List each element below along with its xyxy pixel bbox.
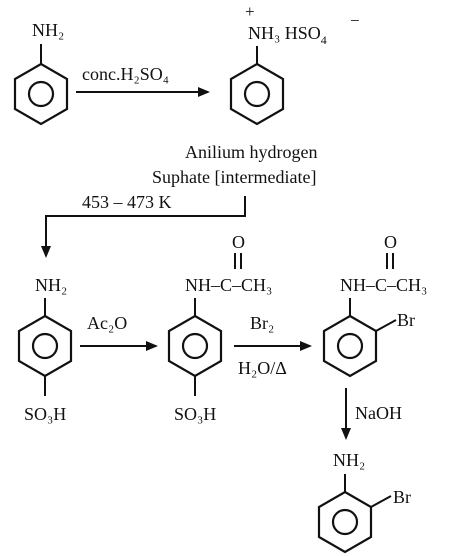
aniline-structure: NH₂ [13,20,69,126]
reagent-bromine: Br₂ [250,313,274,333]
anilinium-aromatic-circle [243,80,271,108]
aniline-amino-label: NH₂ [32,20,64,40]
sulphanilic-aromatic-circle [31,332,59,360]
acetyl-so3h-label: SO₃H [174,404,216,424]
bromo-benzene-ring [322,314,378,378]
bromoacetanilide-structure: O NH–C–CH₃ Br [322,232,427,378]
minus-charge: − [350,11,360,30]
bromoaniline-br-bond [370,495,392,508]
bromoaniline-aromatic-circle [331,508,359,536]
reagent-conc-h2so4: conc.H₂SO₄ [82,64,169,84]
aniline-aromatic-circle [27,80,55,108]
caption-line-1: Anilium hydrogen [185,142,318,162]
arrow-heating [41,196,246,258]
reagent-water-heat: H₂O/Δ [238,358,287,378]
bromo-acetyl-oxygen-label: O [384,232,397,252]
bromoaniline-structure: NH₂ Br [317,450,411,554]
plus-charge: + [245,2,255,21]
acetyl-aromatic-circle [181,332,209,360]
bromo-br-bond [375,319,397,332]
aniline-benzene-ring [13,62,69,126]
bromo-acetyl-group-label: NH–C–CH₃ [340,275,427,295]
condition-temperature: 453 – 473 K [82,192,172,212]
bromo-aromatic-circle [336,332,364,360]
anilinium-benzene-ring [229,62,285,126]
bromoaniline-amino-label: NH₂ [333,450,365,470]
sulphanilic-amino-label: NH₂ [35,275,67,295]
sulphanilic-benzene-ring [17,314,73,378]
sulphanilic-so3h-label: SO₃H [24,404,66,424]
acetyl-oxygen-label: O [232,232,245,252]
bromoaniline-br-label: Br [393,487,411,507]
anilinium-structure: + NH₃ HSO4 − [229,2,360,126]
sulphanilic-acid-structure: NH₂ SO₃H [17,275,73,424]
anilinium-group-label: NH₃ HSO4 [248,23,327,47]
acetyl-benzene-ring [167,314,223,378]
acetanilide-sulphonic-structure: O NH–C–CH₃ SO₃H [167,232,272,424]
bromoaniline-benzene-ring [317,490,373,554]
bromo-br-label: Br [397,310,415,330]
acetyl-group-label: NH–C–CH₃ [185,275,272,295]
reagent-naoh: NaOH [355,403,402,423]
reagent-acetic-anhydride: Ac₂O [87,313,127,333]
caption-line-2: Suphate [intermediate] [152,167,316,187]
